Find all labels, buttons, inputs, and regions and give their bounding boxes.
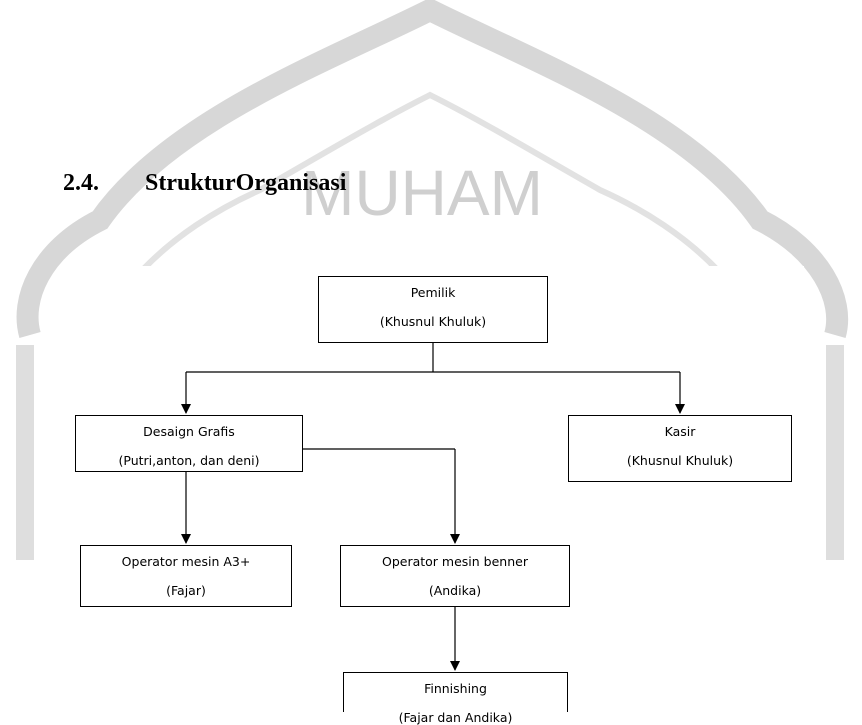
org-chart-connectors — [181, 343, 685, 671]
section-title: StrukturOrganisasi — [145, 170, 347, 196]
seal-outer-ring — [16, 0, 849, 339]
op-banner-box: Operator mesin benner (Andika) — [340, 545, 570, 607]
seal-inner-ring — [92, 91, 768, 371]
op-a3-role: Operator mesin A3+ — [121, 554, 251, 569]
watermark-seal: MUHAM — [16, 0, 849, 560]
seal-sides — [16, 345, 844, 560]
design-box: Desaign Grafis (Putri,anton, dan deni) — [75, 415, 303, 472]
op-banner-role: Operator mesin benner — [382, 554, 528, 569]
owner-box: Pemilik (Khusnul Khuluk) — [318, 276, 548, 343]
watermark-text: MUHAM — [301, 157, 543, 229]
section-heading: 2.4. StrukturOrganisasi — [63, 170, 346, 197]
cashier-person: (Khusnul Khuluk) — [626, 453, 734, 468]
owner-role: Pemilik — [410, 285, 456, 300]
section-number: 2.4. — [63, 170, 99, 196]
design-person: (Putri,anton, dan deni) — [118, 453, 260, 468]
cashier-box: Kasir (Khusnul Khuluk) — [568, 415, 792, 482]
op-banner-person: (Andika) — [428, 583, 482, 598]
op-a3-box: Operator mesin A3+ (Fajar) — [80, 545, 292, 607]
finishing-box: Finnishing (Fajar dan Andika) — [343, 672, 568, 725]
finishing-person: (Fajar dan Andika) — [398, 710, 513, 725]
design-role: Desaign Grafis — [143, 424, 235, 439]
op-a3-person: (Fajar) — [166, 583, 206, 598]
finishing-role: Finnishing — [424, 681, 487, 696]
cashier-role: Kasir — [664, 424, 696, 439]
owner-person: (Khusnul Khuluk) — [379, 314, 487, 329]
